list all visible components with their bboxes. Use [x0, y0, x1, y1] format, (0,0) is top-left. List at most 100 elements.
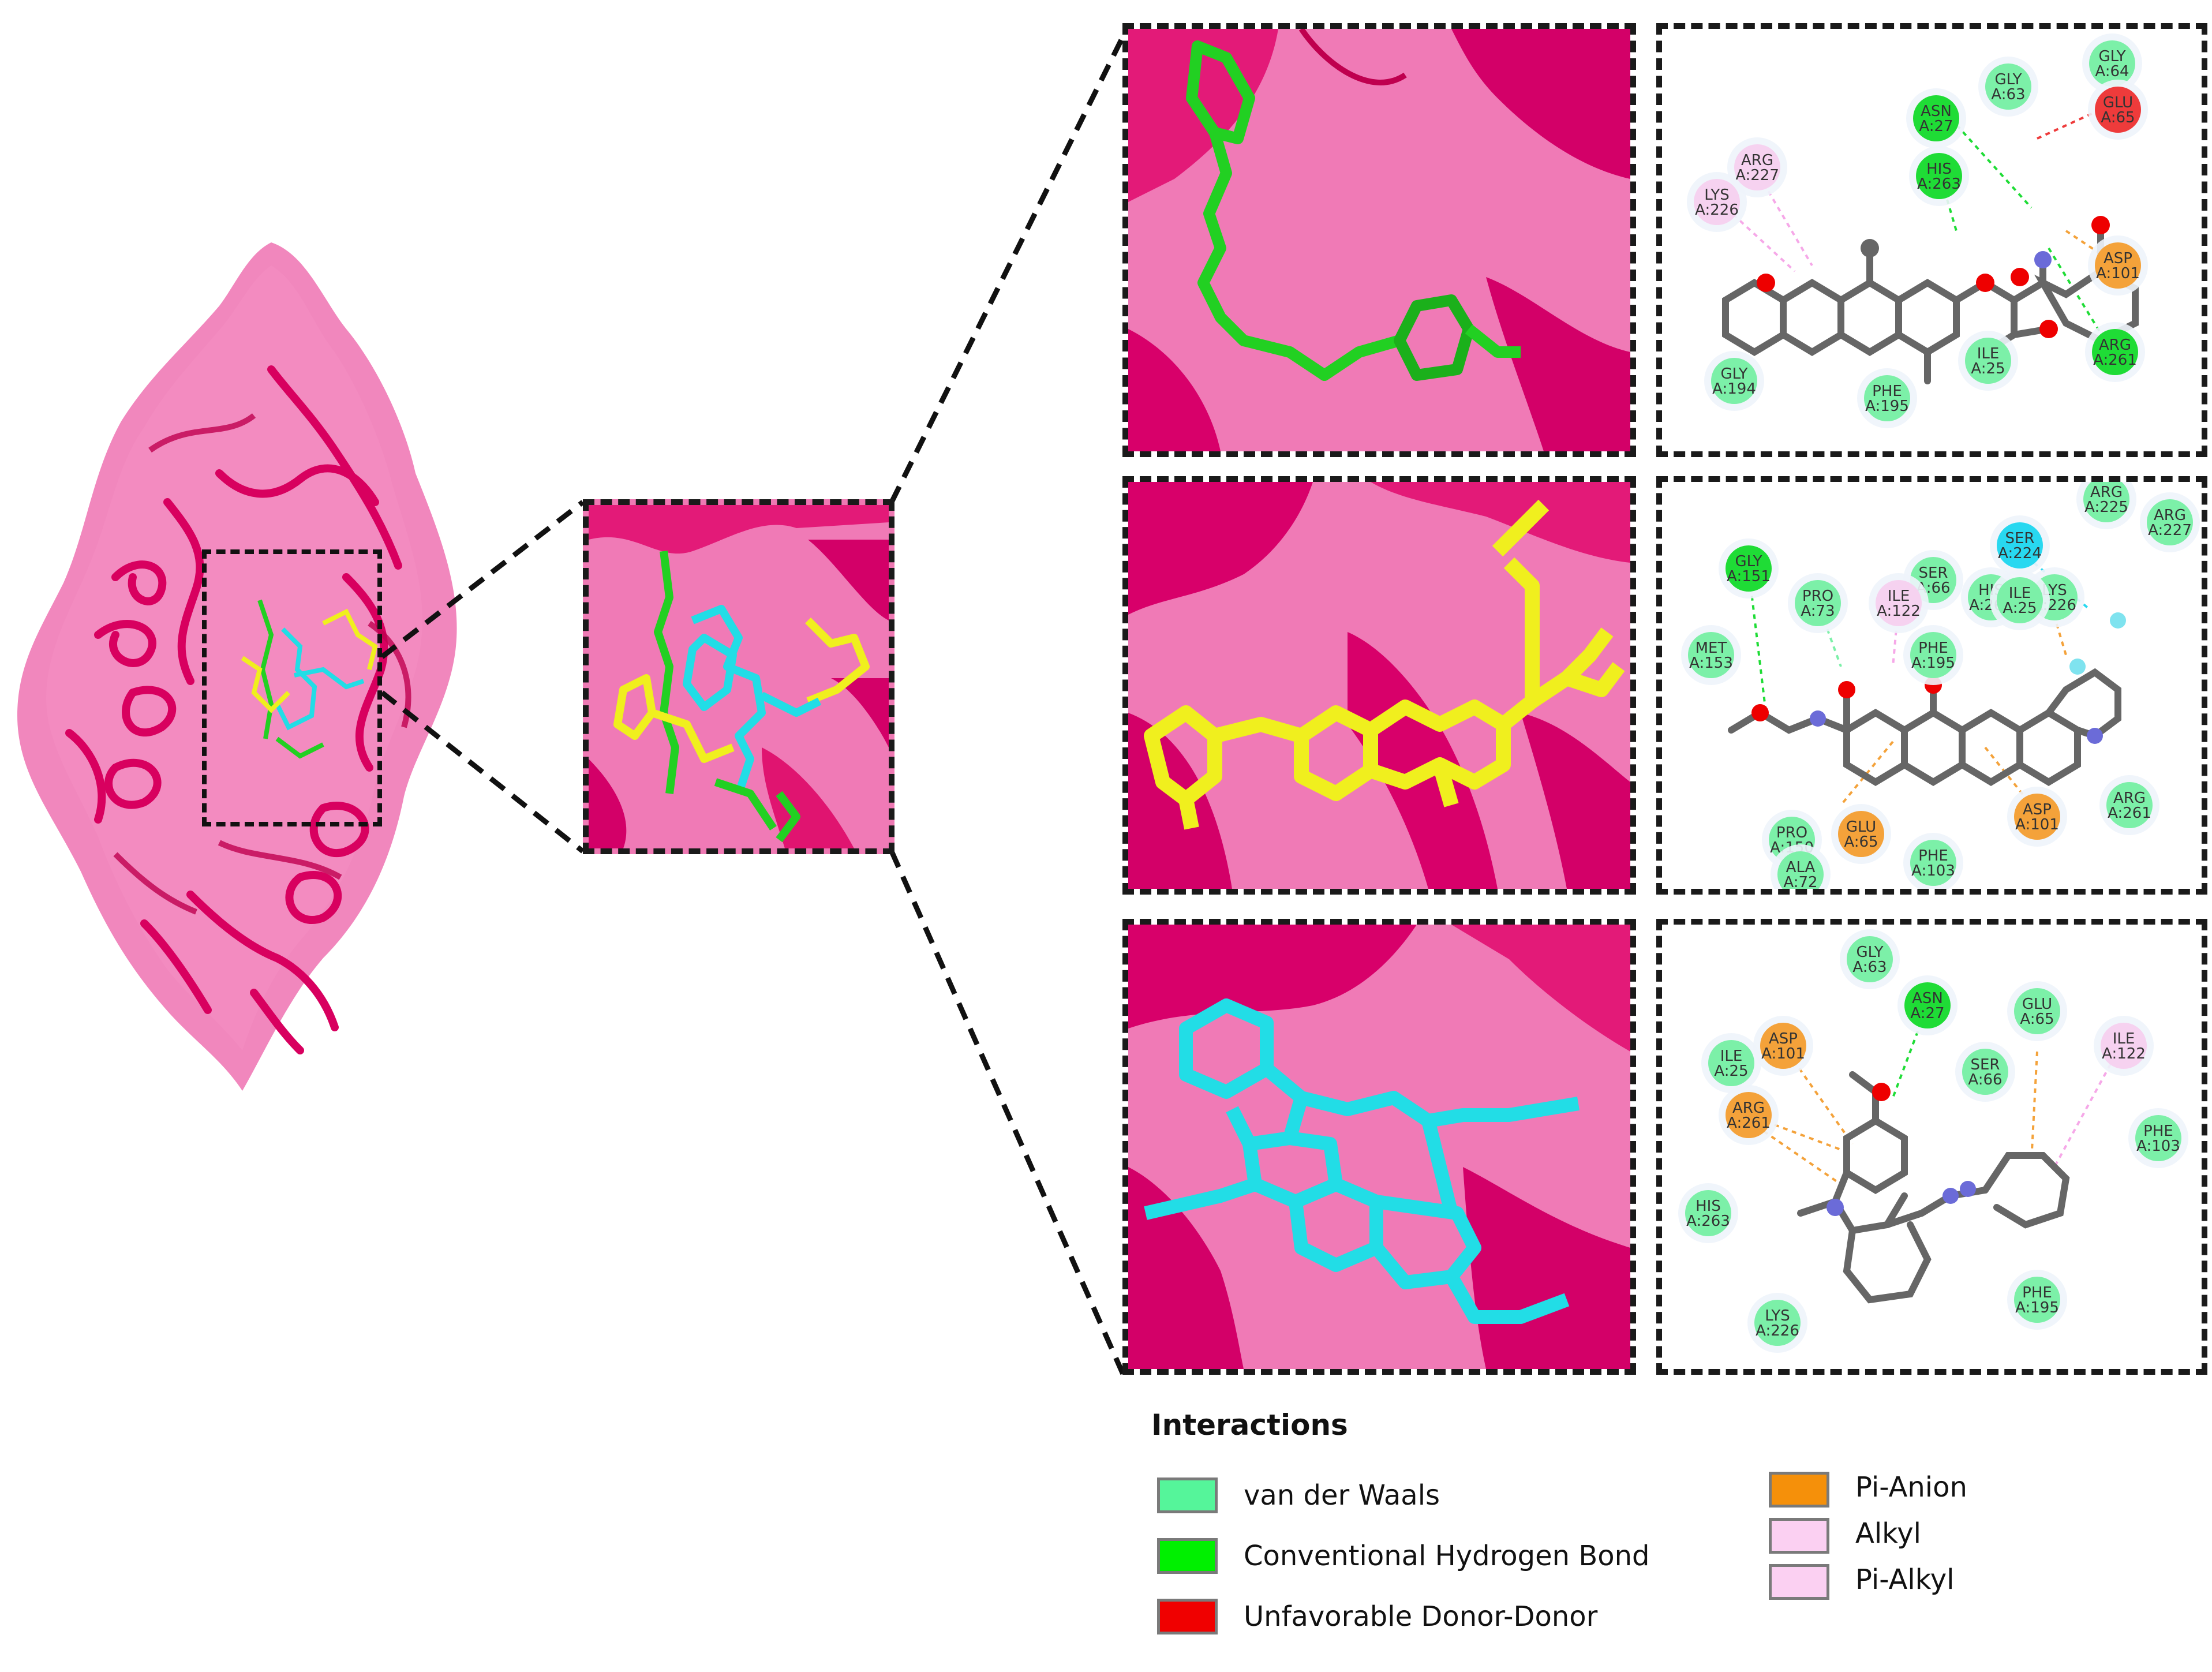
residue-id: A:263 — [1686, 1213, 1730, 1230]
legend-label-hbond: Conventional Hydrogen Bond — [1244, 1540, 1650, 1572]
residue-disc — [1997, 522, 2043, 568]
legend-swatch-vdw — [1157, 1478, 1218, 1513]
residue-disc — [1847, 936, 1893, 982]
residue-name: LYS — [1704, 186, 1729, 204]
residue-disc — [1838, 811, 1884, 857]
residue-name: ASP — [2104, 250, 2132, 267]
overview-zoom-box — [202, 549, 382, 826]
residue-name: ILE — [2009, 585, 2031, 602]
residue-name: ILE — [2113, 1030, 2135, 1048]
ligand2-3d-panel — [1122, 476, 1636, 895]
residue-name: PRO — [1776, 824, 1807, 841]
residue-name: ARG — [1732, 1099, 1765, 1117]
residue-name: ASP — [2023, 801, 2052, 818]
legend-swatch-pianion — [1769, 1472, 1829, 1508]
residue-name: ILE — [1720, 1048, 1743, 1065]
residue-disc — [1726, 545, 1772, 592]
residue-id: A:195 — [1911, 654, 1955, 672]
residue-name: GLU — [2022, 996, 2052, 1013]
ligand1-3d-render — [1128, 29, 1630, 451]
pocket-zoom-panel — [583, 499, 894, 854]
residue-disc — [2101, 1023, 2147, 1069]
residue-disc — [1997, 577, 2043, 623]
residue-disc — [1904, 982, 1951, 1028]
residue-name: ARG — [2090, 484, 2123, 501]
pocket-zoom-render — [589, 505, 889, 848]
residue-disc — [2083, 482, 2129, 522]
residue-id: A:122 — [2102, 1045, 2146, 1063]
residue-name: GLU — [2103, 94, 2133, 111]
residue-name: ARG — [1741, 152, 1773, 169]
residue-id: A:153 — [1689, 654, 1733, 672]
residue-disc — [1965, 338, 2011, 384]
residue-name: PHE — [1918, 847, 1948, 865]
legend-title: Interactions — [1151, 1408, 1348, 1442]
residue-id: A:103 — [1911, 862, 1955, 880]
residue-id: A:195 — [2015, 1299, 2059, 1316]
residue-disc — [2147, 499, 2193, 545]
residue-id: A:122 — [1877, 603, 1921, 620]
residue-disc — [2014, 794, 2060, 840]
residue-name: ASP — [1769, 1030, 1798, 1048]
legend-swatch-pialkyl — [1769, 1564, 1829, 1600]
residue-name: PHE — [2143, 1123, 2173, 1140]
residue-name: HIS — [1696, 1198, 1721, 1215]
residue-id: A:261 — [2093, 351, 2137, 369]
residue-id: A:27 — [1910, 1005, 1944, 1022]
residue-id: A:261 — [2108, 805, 2151, 822]
residue-disc — [2095, 242, 2141, 289]
legend-swatch-unfavorable — [1157, 1599, 1218, 1634]
legend-label-unfavorable: Unfavorable Donor-Donor — [1244, 1600, 1598, 1633]
residue-name: PHE — [1918, 639, 1948, 657]
residue-id: A:25 — [1971, 360, 2005, 377]
residue-name: MET — [1696, 639, 1727, 657]
legend-label-vdw: van der Waals — [1244, 1479, 1440, 1512]
residue-id: A:65 — [2020, 1011, 2054, 1028]
protein-overview-render — [17, 242, 457, 1091]
residue-disc — [1734, 144, 1780, 190]
legend: Interactions van der Waals Conventional … — [1151, 1408, 2132, 1662]
residue-id: A:195 — [1865, 398, 1909, 415]
residue-name: ASN — [1912, 990, 1943, 1007]
residue-id: A:66 — [1968, 1071, 2002, 1089]
residue-disc — [2095, 87, 2141, 133]
residue-name: SER — [2005, 530, 2035, 547]
residue-disc — [2092, 329, 2138, 375]
residue-name: SER — [1971, 1056, 2000, 1073]
residue-disc — [1962, 1049, 2008, 1095]
residue-id: A:101 — [1761, 1045, 1805, 1063]
residue-id: A:65 — [2101, 109, 2135, 126]
ligand3-3d-render — [1128, 925, 1630, 1369]
residue-id: A:27 — [1919, 118, 1953, 135]
